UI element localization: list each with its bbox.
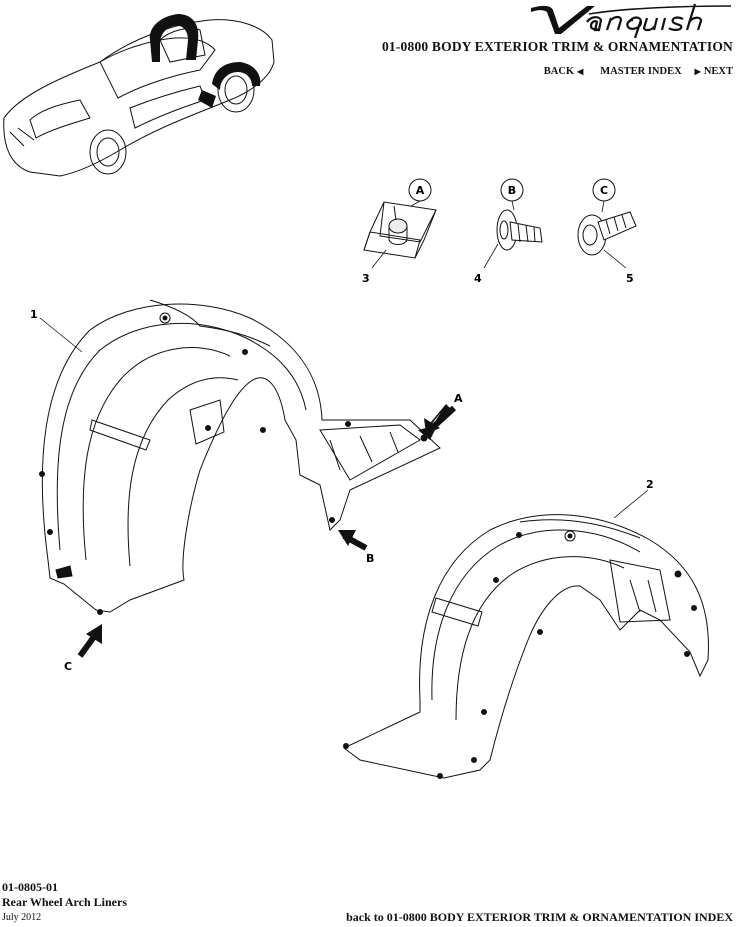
arrow-a-label: A [454,392,463,405]
left-rear-wheel-arch-liner [39,299,441,615]
procedure-code: 01-0805-01 [2,880,58,894]
navigation-bar: BACK ◀ MASTER INDEX ▶ NEXT [544,66,733,77]
master-index-link[interactable]: MASTER INDEX [600,66,682,77]
next-link[interactable]: NEXT [703,66,733,77]
brand-logo [525,0,735,38]
fastener-b-letter: B [508,184,516,197]
arrow-a-indicator: A [418,392,463,440]
part-number-3: 3 [362,272,370,285]
push-fit-clip [496,209,543,251]
car-locator-illustration [3,14,275,177]
part-number-2: 2 [646,478,654,491]
parts-diagram: A B C 3 4 5 [30,178,709,779]
back-arrow-icon[interactable]: ◀ [577,67,584,76]
fastener-a-callout: A [403,178,432,211]
fastener-a-letter: A [416,184,425,197]
publication-date: July 2012 [2,912,42,923]
procedure-name: Rear Wheel Arch Liners [2,895,127,909]
fastener-c-letter: C [600,184,608,197]
fastener-b-callout: B [500,178,524,211]
right-rear-wheel-arch-liner [343,514,709,779]
arrow-c-label: C [64,660,72,673]
next-arrow-icon[interactable]: ▶ [694,67,701,76]
part-number-4: 4 [474,272,482,285]
arrow-c-indicator: C [64,624,102,673]
part-number-5: 5 [626,272,634,285]
flange-bolt [577,211,637,256]
part-number-1: 1 [30,308,38,321]
section-title: 01-0800 BODY EXTERIOR TRIM & ORNAMENTATI… [381,39,733,54]
arrow-b-label: B [366,552,374,565]
arrow-b-indicator: B [338,530,374,565]
u-nut-clip [363,201,437,259]
fastener-c-callout: C [592,178,616,213]
back-to-index-link[interactable]: back to 01-0800 BODY EXTERIOR TRIM & ORN… [346,910,733,924]
back-link[interactable]: BACK [543,66,575,77]
